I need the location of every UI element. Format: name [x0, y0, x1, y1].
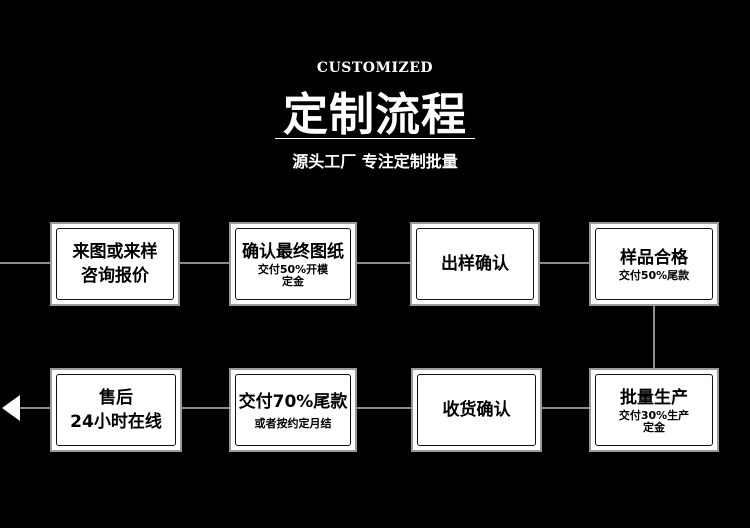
step-mass-production: 批量生产 交付30%生产 定金 [589, 368, 719, 452]
step-label: 来图或来样 [72, 242, 158, 262]
step-label: 交付70%尾款 [238, 392, 348, 412]
step-label: 售后 [99, 388, 133, 408]
step-label: 24小时在线 [70, 412, 162, 432]
step-sample-approved: 样品合格 交付50%尾款 [589, 222, 719, 306]
step-note: 定金 [643, 421, 665, 434]
step-label: 收货确认 [442, 400, 511, 420]
step-inner: 批量生产 交付30%生产 定金 [595, 374, 713, 446]
step-inner: 来图或来样 咨询报价 [56, 228, 174, 300]
step-note: 定金 [282, 275, 304, 288]
step-sample-confirm: 出样确认 [410, 222, 540, 306]
step-inner: 确认最终图纸 交付50%开模 定金 [235, 228, 351, 300]
step-receipt-confirm: 收货确认 [411, 368, 542, 452]
step-inner: 交付70%尾款 或者按约定月结 [235, 374, 351, 446]
step-inner: 样品合格 交付50%尾款 [595, 228, 713, 300]
step-confirm-drawing: 确认最终图纸 交付50%开模 定金 [229, 222, 357, 306]
step-quote-inquiry: 来图或来样 咨询报价 [50, 222, 180, 306]
step-final-payment: 交付70%尾款 或者按约定月结 [229, 368, 357, 452]
arrow-left-icon [2, 395, 20, 421]
tagline: 源头工厂 专注定制批量 [292, 152, 458, 171]
step-inner: 出样确认 [416, 228, 534, 300]
step-note: 或者按约定月结 [254, 417, 332, 430]
step-label: 确认最终图纸 [242, 242, 344, 262]
page-title: 定制流程 [282, 88, 467, 141]
step-note: 交付30%生产 [618, 409, 690, 422]
header: CUSTOMIZED 定制流程 源头工厂 专注定制批量 [0, 0, 750, 180]
step-after-sales: 售后 24小时在线 [50, 368, 182, 452]
step-label: 批量生产 [620, 388, 688, 408]
step-label: 咨询报价 [81, 266, 149, 286]
step-note: 交付50%尾款 [618, 269, 690, 282]
step-label: 样品合格 [620, 248, 688, 268]
step-note: 交付50%开模 [257, 263, 329, 276]
title-divider [275, 138, 475, 139]
step-inner: 售后 24小时在线 [56, 374, 176, 446]
subtitle-en: CUSTOMIZED [316, 60, 434, 76]
step-label: 出样确认 [441, 254, 509, 274]
step-inner: 收货确认 [417, 374, 536, 446]
